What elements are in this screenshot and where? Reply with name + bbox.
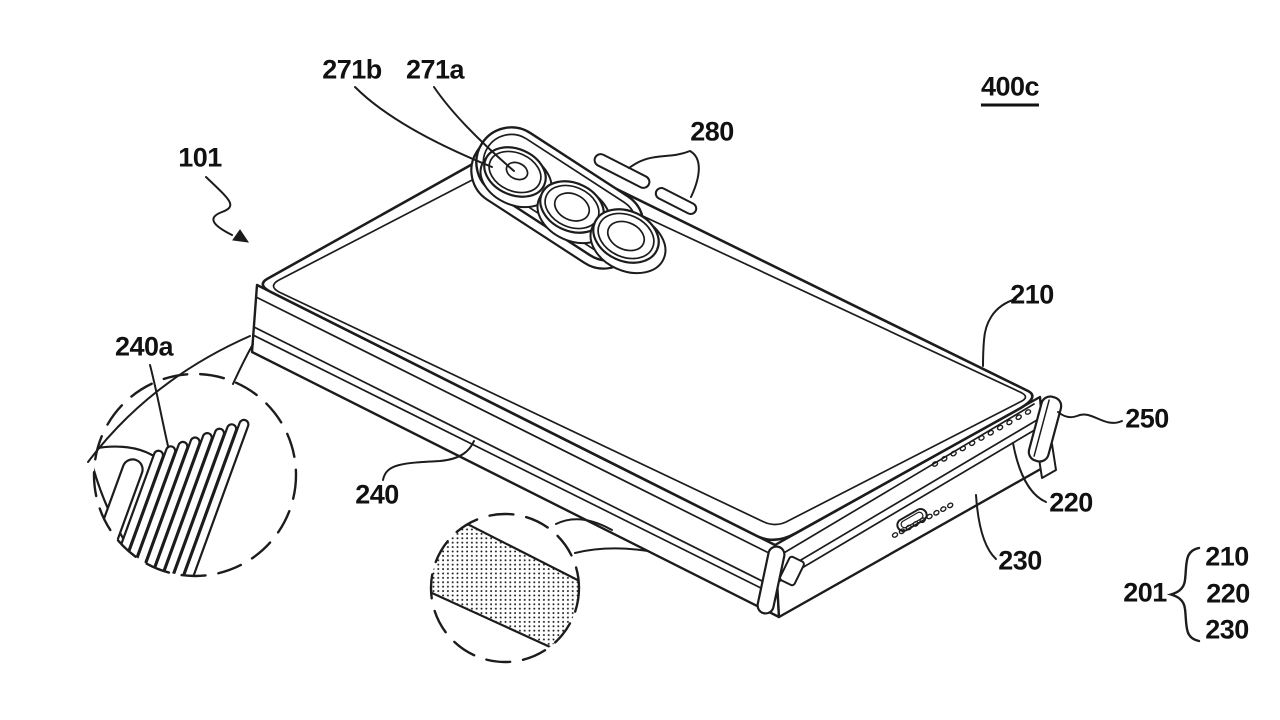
ref-label-hinge-cover: 240 (355, 479, 399, 510)
figure-number-label: 400c (980, 73, 1040, 107)
ref-label-upper-frame: 220 (1049, 487, 1093, 518)
hinge-side-line-1 (255, 296, 778, 558)
leader-250 (1057, 411, 1123, 424)
leader-101 (205, 176, 233, 236)
right-side-line-3 (779, 427, 1039, 582)
device-body (250, 126, 1063, 619)
hinge-side-line-3 (252, 334, 780, 598)
speaker-holes-lower (891, 502, 954, 538)
housing-brace (1166, 546, 1201, 643)
hinge-detail-circle-outline (92, 372, 298, 578)
right-side-line-1 (776, 403, 1035, 558)
arrowhead-101 (232, 229, 250, 243)
leader-220 (1012, 442, 1047, 503)
ref-label-housing: 201 (1123, 577, 1167, 608)
hinge-detail-callout-line-b (232, 343, 254, 385)
leader-210 (982, 298, 1017, 367)
ref-label-display: 210 (1010, 279, 1054, 310)
ref-label-hinge-ridges: 240a (114, 331, 174, 362)
ref-label-housing-item-210: 210 (1205, 541, 1249, 572)
speaker-holes-upper (931, 409, 1032, 467)
leader-271a (433, 86, 515, 172)
ref-label-side-keys: 280 (690, 116, 734, 147)
hinge-end-cap (756, 545, 805, 615)
hinge-detail-circle (87, 335, 298, 578)
ref-label-device: 101 (178, 142, 222, 173)
leader-280 (628, 149, 700, 198)
section-detail-circle-outline (429, 512, 581, 664)
ref-label-lower-frame: 230 (998, 545, 1042, 576)
hinge-side-line-2 (253, 326, 779, 590)
hinge-detail-callout-line-a (87, 335, 251, 463)
ref-label-lens-center: 271a (405, 54, 465, 85)
leader-lines (149, 86, 1201, 643)
section-detail-callout-line-a (555, 518, 613, 531)
leader-230 (975, 494, 997, 560)
camera-lens-3 (589, 208, 667, 275)
side-key-volume (654, 187, 698, 215)
end-cap (1027, 395, 1063, 479)
side-key-power (593, 153, 651, 189)
right-side-line-2 (778, 419, 1038, 574)
ref-label-lens-ring: 271b (322, 54, 382, 85)
usb-port (896, 508, 928, 532)
ref-label-housing-item-220: 220 (1206, 578, 1250, 609)
leader-240 (382, 440, 475, 481)
leader-271b (354, 86, 493, 168)
ref-label-housing-item-230: 230 (1205, 614, 1249, 645)
leader-240a (149, 364, 169, 447)
ref-label-end-cap: 250 (1125, 403, 1169, 434)
section-detail-callout-line-b (574, 547, 649, 554)
